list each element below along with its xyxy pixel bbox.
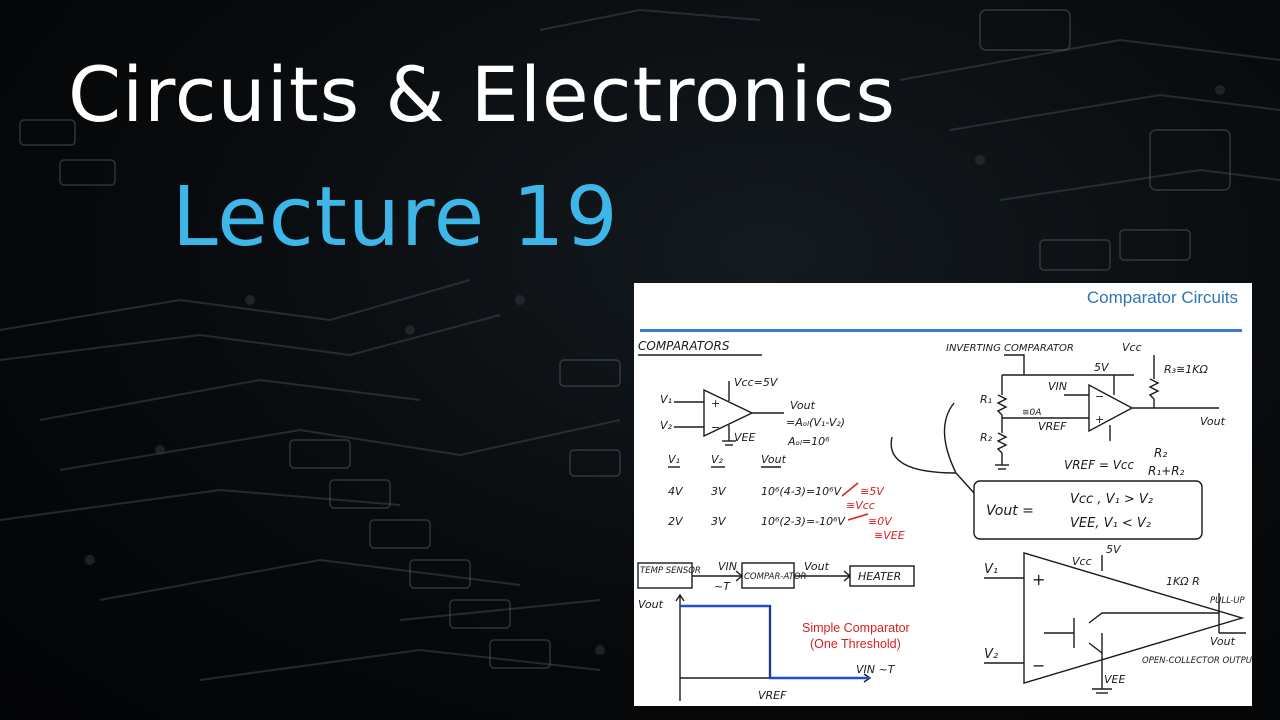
- hw-oc-v1: V₁: [984, 562, 998, 577]
- hw-comparator-box: COMPAR-ATOR: [744, 572, 807, 582]
- hw-row2-v2: 3V: [711, 515, 727, 528]
- hw-plus: +: [1032, 570, 1045, 589]
- hw-row2-v1: 2V: [668, 515, 684, 528]
- lecture-number: Lecture 19: [172, 170, 619, 265]
- hw-tilde-t: ~T: [714, 580, 731, 593]
- hw-heater: HEATER: [858, 570, 901, 583]
- hw-table-h3: Vout: [761, 453, 787, 466]
- hw-oc-5v: 5V: [1106, 543, 1122, 556]
- hw-row2-red: ≅0V: [868, 515, 893, 528]
- hw-v1: V₁: [660, 393, 672, 406]
- hw-oc-vee: VEE: [1104, 673, 1125, 686]
- course-title: Circuits & Electronics: [68, 50, 897, 139]
- hw-open-collector: OPEN-COLLECTOR OUTPUT.: [1142, 656, 1252, 666]
- hw-graph-vref: VREF: [758, 689, 787, 702]
- hw-oc-vcc: Vcc: [1072, 555, 1092, 568]
- hw-r3: R₃≅1KΩ: [1164, 363, 1208, 376]
- slide-title-rule: [640, 329, 1242, 332]
- hw-vee: VEE: [734, 431, 755, 444]
- hw-vin-r: VIN: [1048, 380, 1067, 393]
- hw-box-lhs: Vout =: [986, 503, 1034, 519]
- hw-vcc5: Vcc=5V: [734, 376, 779, 389]
- hw-vout-eq1: Vout: [790, 399, 816, 412]
- hw-table-h2: V₂: [711, 453, 724, 466]
- hw-inv-title: INVERTING COMPARATOR: [946, 343, 1074, 354]
- hw-frac-den: R₁+R₂: [1148, 464, 1185, 478]
- hw-aol: Aₒₗ=10⁶: [787, 435, 830, 448]
- hw-row2-calc: 10⁶(2-3)=-10⁶V: [761, 515, 847, 528]
- hw-vout-r: Vout: [1200, 415, 1226, 428]
- hw-vout-eq2: =Aₒₗ(V₁-V₂): [786, 416, 845, 429]
- hw-box-case1: Vcc , V₁ > V₂: [1070, 492, 1153, 507]
- hw-5v: 5V: [1094, 361, 1110, 374]
- hw-temp-sensor: TEMP SENSOR: [640, 566, 701, 576]
- hw-pullup: PULL-UP: [1210, 596, 1245, 606]
- hw-frac-num: R₂: [1154, 446, 1167, 460]
- hw-inv-plus: +: [1095, 413, 1104, 426]
- hw-vin: VIN: [718, 560, 737, 573]
- hw-minus: −: [1032, 656, 1045, 675]
- hw-row2-red2: ≅VEE: [874, 529, 905, 542]
- hw-oc-r: 1KΩ R: [1166, 575, 1200, 588]
- hw-oc-vout: Vout: [1210, 635, 1236, 648]
- hw-vref: VREF: [1038, 420, 1067, 433]
- slide-caption-line2: (One Threshold): [810, 637, 901, 651]
- slide-caption-line1: Simple Comparator: [802, 621, 910, 635]
- hw-heading: COMPARATORS: [638, 339, 730, 353]
- hw-vout-block: Vout: [804, 560, 830, 573]
- hw-r2: R₂: [980, 431, 993, 444]
- hw-row1-red: ≅5V: [860, 485, 885, 498]
- hw-table-h1: V₁: [668, 453, 680, 466]
- lecture-slide: Comparator Circuits: [634, 283, 1252, 706]
- hw-vcc: Vcc: [1122, 341, 1142, 354]
- hw-row1-calc: 10⁶(4-3)=10⁶V: [761, 485, 843, 498]
- hw-row1-v2: 3V: [711, 485, 727, 498]
- hw-graph-vin: VIN ~T: [856, 663, 896, 676]
- hw-vref-eq: VREF = Vcc: [1064, 458, 1135, 472]
- whiteboard-sketch: COMPARATORS V₁ V₂ Vcc=5V VEE Vout =Aₒₗ(V…: [637, 339, 1252, 702]
- hw-inv-minus: −: [1095, 390, 1104, 403]
- hw-opamp-minus: −: [711, 421, 720, 434]
- hw-box-case2: VEE, V₁ < V₂: [1070, 516, 1151, 531]
- slide-title: Comparator Circuits: [1086, 288, 1238, 307]
- hw-v2: V₂: [660, 419, 673, 432]
- hw-opamp-plus: +: [711, 397, 720, 410]
- hw-row1-v1: 4V: [668, 485, 684, 498]
- hw-zero-a: ≅0A: [1022, 408, 1041, 418]
- hw-r1: R₁: [980, 393, 992, 406]
- hw-row1-red2: ≅Vcc: [846, 499, 875, 512]
- hw-oc-v2: V₂: [984, 647, 998, 662]
- hw-graph-vout: Vout: [638, 598, 664, 611]
